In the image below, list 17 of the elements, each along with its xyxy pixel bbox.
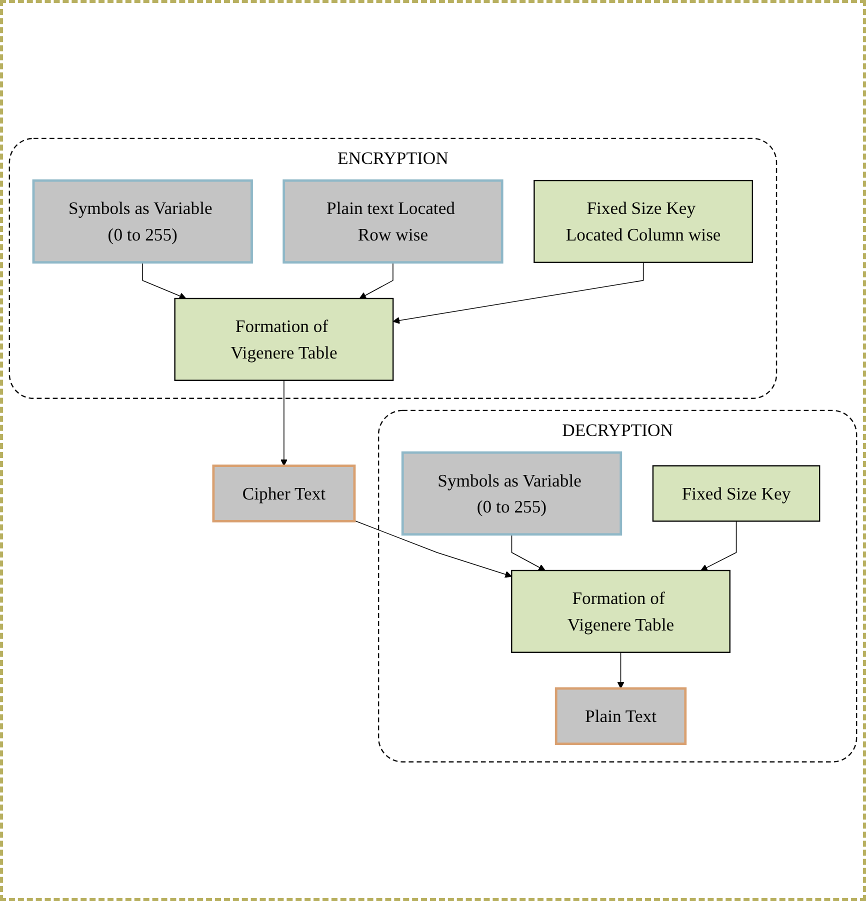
arrow — [511, 534, 546, 572]
arrow — [617, 652, 624, 690]
node-box: Plain text Located Row wise — [282, 180, 504, 264]
node-box: Symbols as Variable (0 to 255) — [32, 180, 253, 264]
node-box: Symbols as Variable (0 to 255) — [401, 452, 622, 536]
node-box: Cipher Text — [212, 464, 356, 523]
arrow — [359, 262, 394, 300]
node-box: Formation of Vigenere Table — [511, 570, 730, 654]
arrow — [392, 262, 644, 324]
arrow — [280, 380, 288, 466]
node-box: Fixed Size Key — [652, 466, 820, 522]
arrow — [354, 520, 512, 578]
node-box: Plain Text — [554, 688, 687, 746]
node-box: Fixed Size Key Located Column wise — [534, 180, 754, 264]
node-box: Formation of Vigenere Table — [174, 298, 394, 382]
arrow — [700, 521, 737, 572]
arrow — [142, 262, 186, 300]
